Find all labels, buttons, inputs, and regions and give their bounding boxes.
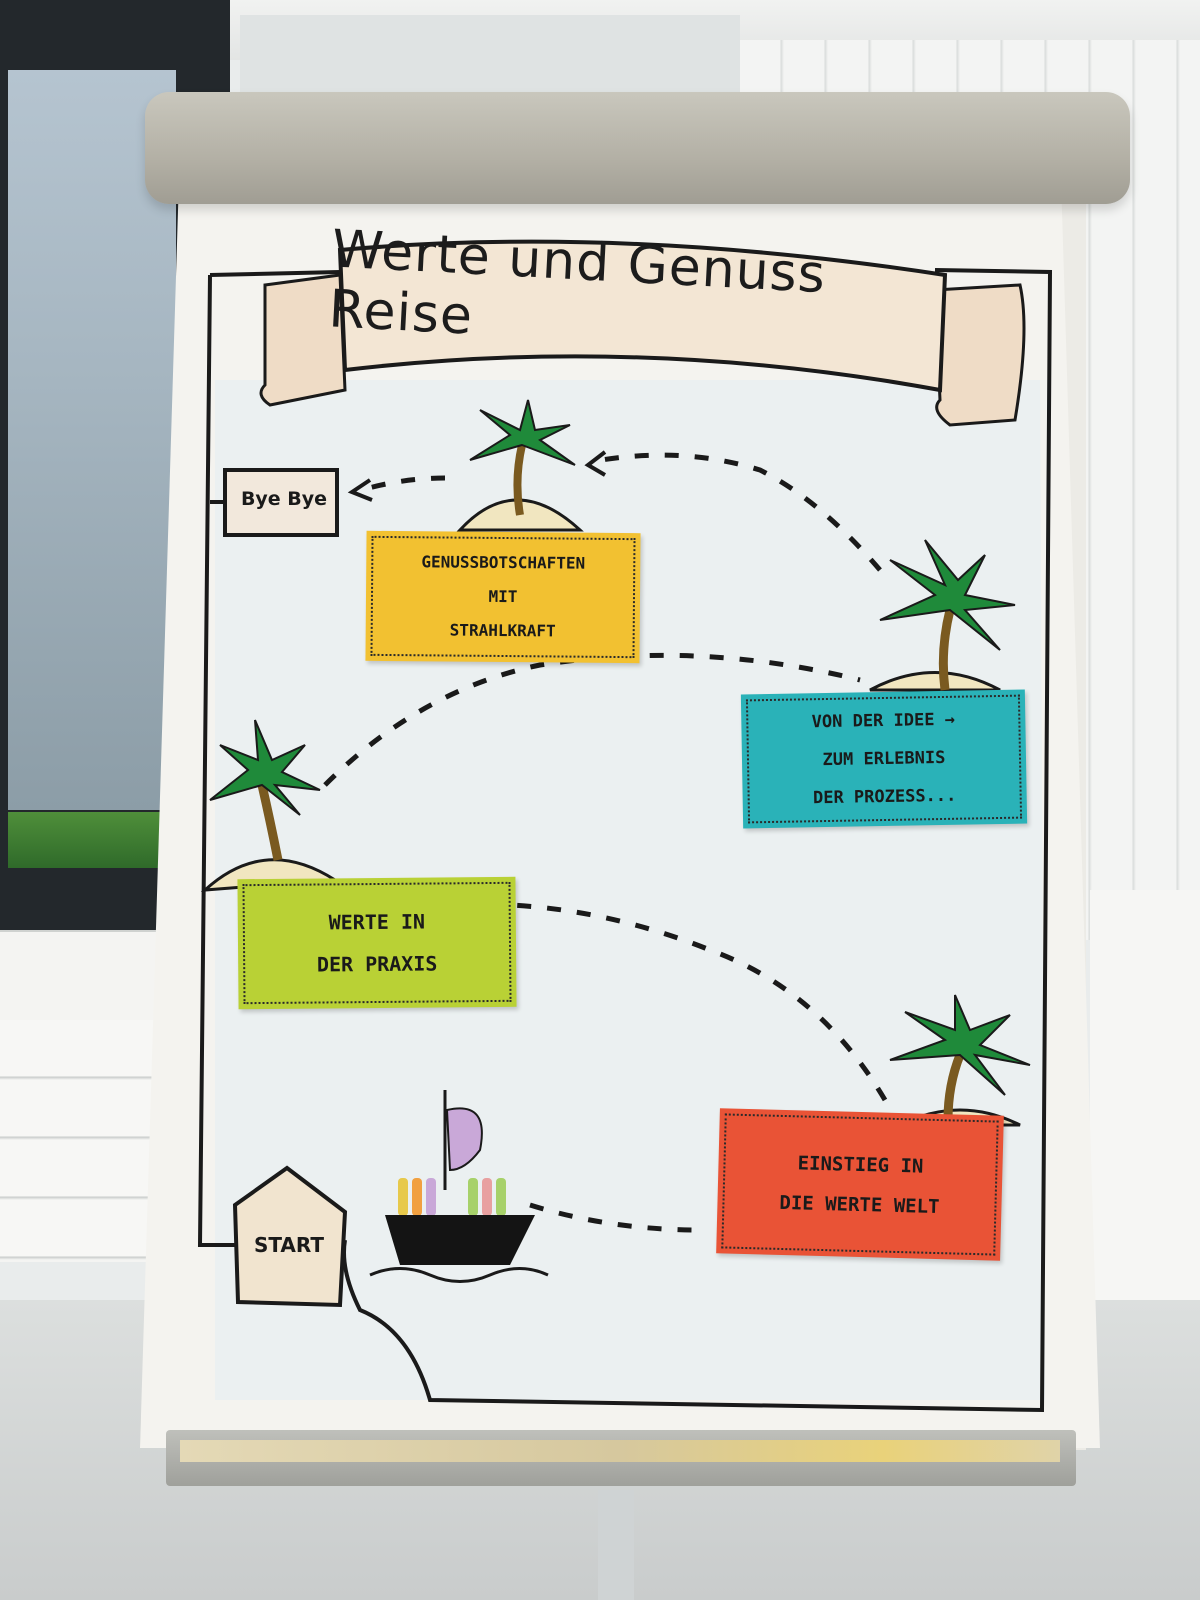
window-glass bbox=[8, 70, 176, 810]
station-note-2: Werte in der Praxis bbox=[237, 876, 517, 1010]
boat-drawing bbox=[369, 1090, 549, 1283]
flipchart-roller bbox=[145, 92, 1130, 204]
arrow-head-bye bbox=[347, 478, 373, 502]
station-note-2-line-1: Werte in bbox=[328, 909, 426, 935]
station-note-1-line-2: die Werte Welt bbox=[779, 1191, 940, 1218]
window-grass bbox=[8, 812, 176, 868]
station-note-3-line-1: Von der Idee → bbox=[811, 709, 956, 733]
start-house-drawing bbox=[232, 1165, 348, 1308]
tray-marker-strip bbox=[180, 1440, 1060, 1462]
radiator bbox=[0, 1020, 170, 1260]
station-note-4-line-1: Genussbotschaften bbox=[421, 552, 586, 573]
station-note-3-line-3: der Prozess... bbox=[812, 785, 957, 809]
route-path bbox=[323, 452, 888, 1233]
frame-line bbox=[209, 268, 1053, 1413]
station-note-3: Von der Idee → zum Erlebnis der Prozess.… bbox=[740, 689, 1028, 829]
start-label: START bbox=[253, 1233, 325, 1257]
title-banner bbox=[259, 239, 1026, 427]
exit-label: Bye Bye bbox=[240, 488, 328, 510]
frame-line-left bbox=[197, 274, 235, 1247]
station-note-3-line-2: zum Erlebnis bbox=[822, 747, 946, 771]
station-note-4-line-2: mit bbox=[488, 586, 518, 607]
side-table bbox=[1090, 890, 1200, 1360]
station-note-1: Einstieg in die Werte Welt bbox=[716, 1108, 1004, 1261]
island-top bbox=[456, 399, 584, 532]
island-right-top bbox=[869, 539, 1016, 692]
arrow-head-island-top bbox=[584, 450, 607, 477]
station-note-4: Genussbotschaften mit Strahlkraft bbox=[365, 530, 641, 664]
station-note-4-line-3: Strahlkraft bbox=[449, 620, 556, 641]
stand-leg bbox=[598, 1490, 634, 1600]
station-note-2-line-2: der Praxis bbox=[316, 951, 438, 977]
flipchart-title: Werte und Genuss Reise bbox=[327, 219, 828, 347]
